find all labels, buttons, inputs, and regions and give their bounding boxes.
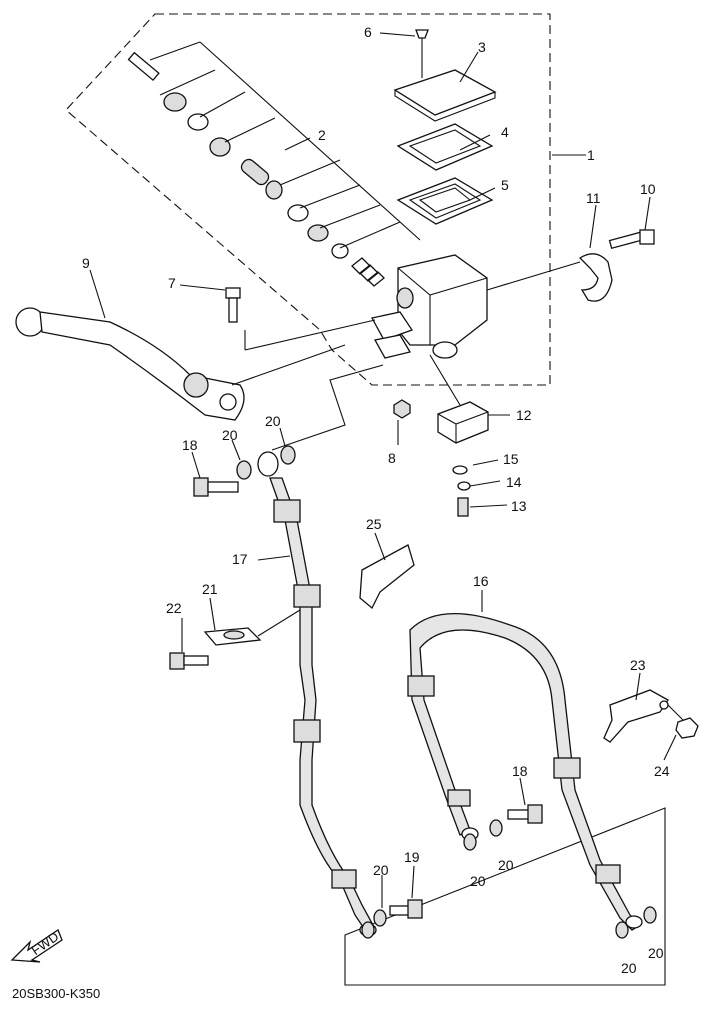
- callout-5: 5: [501, 177, 509, 193]
- callout-20-f: 20: [621, 960, 637, 976]
- callout-20-e: 20: [373, 862, 389, 878]
- callout-16: 16: [473, 573, 489, 589]
- callout-13: 13: [511, 498, 527, 514]
- callout-19: 19: [404, 849, 420, 865]
- diagram-code: 20SB300-K350: [12, 986, 100, 1001]
- guide-bolt: [169, 652, 209, 670]
- callout-25: 25: [366, 516, 382, 532]
- callout-12: 12: [516, 407, 532, 423]
- washer-right-a: [615, 921, 629, 939]
- callout-8: 8: [388, 450, 396, 466]
- callout-10: 10: [640, 181, 656, 197]
- nut: [393, 399, 411, 419]
- callout-14: 14: [506, 474, 522, 490]
- leader-lines: [89, 32, 677, 908]
- brake-switch: [437, 401, 489, 444]
- callout-7: 7: [168, 275, 176, 291]
- washer-15: [452, 465, 468, 475]
- callout-2: 2: [318, 127, 326, 143]
- banjo-leader: [271, 364, 384, 451]
- washer-14: [457, 481, 471, 491]
- callout-24: 24: [654, 763, 670, 779]
- callout-18-upper: 18: [182, 437, 198, 453]
- upper-banjo-assembly: [193, 445, 296, 497]
- callout-4: 4: [501, 124, 509, 140]
- master-cylinder-body: [371, 254, 581, 359]
- callout-11: 11: [586, 190, 601, 206]
- holder-clamp: [578, 229, 655, 302]
- fwd-arrow-icon: FWD: [10, 929, 63, 963]
- hose-group-boundary: [344, 807, 666, 986]
- screw-13: [457, 497, 469, 517]
- lower-banjo-bolt: [463, 804, 543, 851]
- piston-kit: [127, 41, 421, 287]
- switch-leader: [429, 354, 461, 406]
- callout-6: 6: [364, 24, 372, 40]
- callout-labels: 1 2 3 4 5 6 7 8 9 10 11 12 13 14 15 16 1…: [82, 24, 670, 976]
- callout-1: 1: [587, 147, 595, 163]
- pivot-bolt: [225, 287, 376, 351]
- callout-20-a: 20: [222, 427, 238, 443]
- callout-18-lower: 18: [512, 763, 528, 779]
- brake-lever: [15, 307, 346, 421]
- washer-right-b: [643, 906, 657, 924]
- callout-20-b: 20: [265, 413, 281, 429]
- callout-20-c: 20: [498, 857, 514, 873]
- callout-20-d: 20: [470, 873, 486, 889]
- callout-17: 17: [232, 551, 248, 567]
- hose-guide: [203, 609, 301, 646]
- callout-20-g: 20: [648, 945, 664, 961]
- upper-brake-hose: [269, 477, 377, 937]
- callout-15: 15: [503, 451, 519, 467]
- callout-21: 21: [202, 581, 218, 597]
- bracket-25: [359, 544, 415, 610]
- caliper-bolt-19: [361, 899, 423, 939]
- callout-3: 3: [478, 39, 486, 55]
- callout-22: 22: [166, 600, 182, 616]
- callout-9: 9: [82, 255, 90, 271]
- callout-23: 23: [630, 657, 646, 673]
- reservoir-cap-stack: [393, 29, 497, 225]
- assembly-boundary-dashed: [65, 13, 551, 386]
- hose-stay: [603, 689, 699, 743]
